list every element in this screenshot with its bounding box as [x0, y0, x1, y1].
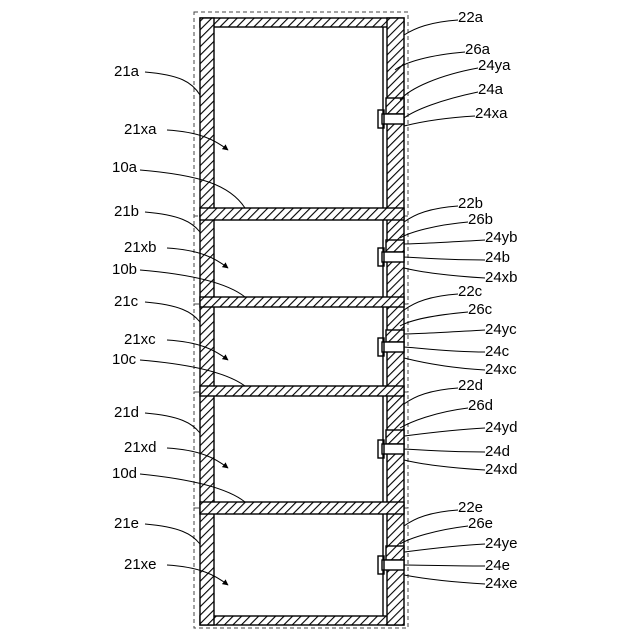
- label-24xe: 24xe: [485, 575, 518, 592]
- module-outline-a: [194, 12, 408, 216]
- labels-left: 21a 21xa 10a 21b 21xb 10b 21c 21xc 10c 2…: [112, 63, 157, 573]
- label-21xa: 21xa: [124, 121, 157, 138]
- shelves: [200, 208, 404, 514]
- label-26d: 26d: [468, 397, 493, 414]
- module-outline-d: [194, 392, 408, 508]
- label-21d: 21d: [114, 404, 139, 421]
- label-21e: 21e: [114, 515, 139, 532]
- module-outlines: [194, 12, 408, 628]
- bottom-wall: [200, 616, 404, 625]
- label-21xb: 21xb: [124, 239, 157, 256]
- label-22c: 22c: [458, 283, 483, 300]
- label-24yc: 24yc: [485, 321, 517, 338]
- label-22a: 22a: [458, 9, 484, 26]
- label-24xd: 24xd: [485, 461, 518, 478]
- label-24yd: 24yd: [485, 419, 518, 436]
- label-22d: 22d: [458, 377, 483, 394]
- label-21xd: 21xd: [124, 439, 157, 456]
- label-26c: 26c: [468, 301, 493, 318]
- connector-b: [378, 240, 404, 266]
- label-24xa: 24xa: [475, 105, 508, 122]
- label-21xc: 21xc: [124, 331, 156, 348]
- board-10d: [200, 502, 404, 514]
- connector-a: [378, 98, 404, 128]
- label-24a: 24a: [478, 81, 504, 98]
- label-21b: 21b: [114, 203, 139, 220]
- board-10c: [200, 386, 404, 396]
- label-24ye: 24ye: [485, 535, 518, 552]
- label-24yb: 24yb: [485, 229, 518, 246]
- label-24b: 24b: [485, 249, 510, 266]
- label-24d: 24d: [485, 443, 510, 460]
- label-24c: 24c: [485, 343, 510, 360]
- module-outline-e: [194, 508, 408, 628]
- board-10b: [200, 297, 404, 307]
- label-24ya: 24ya: [478, 57, 511, 74]
- top-wall: [200, 18, 404, 27]
- connector-d: [378, 430, 404, 458]
- label-10d: 10d: [112, 465, 137, 482]
- label-24e: 24e: [485, 557, 510, 574]
- connector-c: [378, 330, 404, 356]
- label-10a: 10a: [112, 159, 138, 176]
- module-outline-b: [194, 216, 408, 304]
- module-outline-c: [194, 304, 408, 392]
- label-21a: 21a: [114, 63, 140, 80]
- label-21c: 21c: [114, 293, 139, 310]
- label-22b: 22b: [458, 195, 483, 212]
- outer-frame: [200, 18, 404, 625]
- board-10a: [200, 208, 404, 220]
- label-26e: 26e: [468, 515, 493, 532]
- label-10c: 10c: [112, 351, 137, 368]
- label-21xe: 21xe: [124, 556, 157, 573]
- label-22e: 22e: [458, 499, 483, 516]
- label-26b: 26b: [468, 211, 493, 228]
- label-26a: 26a: [465, 41, 491, 58]
- label-10b: 10b: [112, 261, 137, 278]
- connector-e: [378, 546, 404, 574]
- labels-right: 22a 26a 24ya 24a 24xa 22b 26b 24yb 24b 2…: [458, 9, 518, 592]
- label-24xc: 24xc: [485, 361, 517, 378]
- left-wall: [200, 18, 214, 625]
- label-24xb: 24xb: [485, 269, 518, 286]
